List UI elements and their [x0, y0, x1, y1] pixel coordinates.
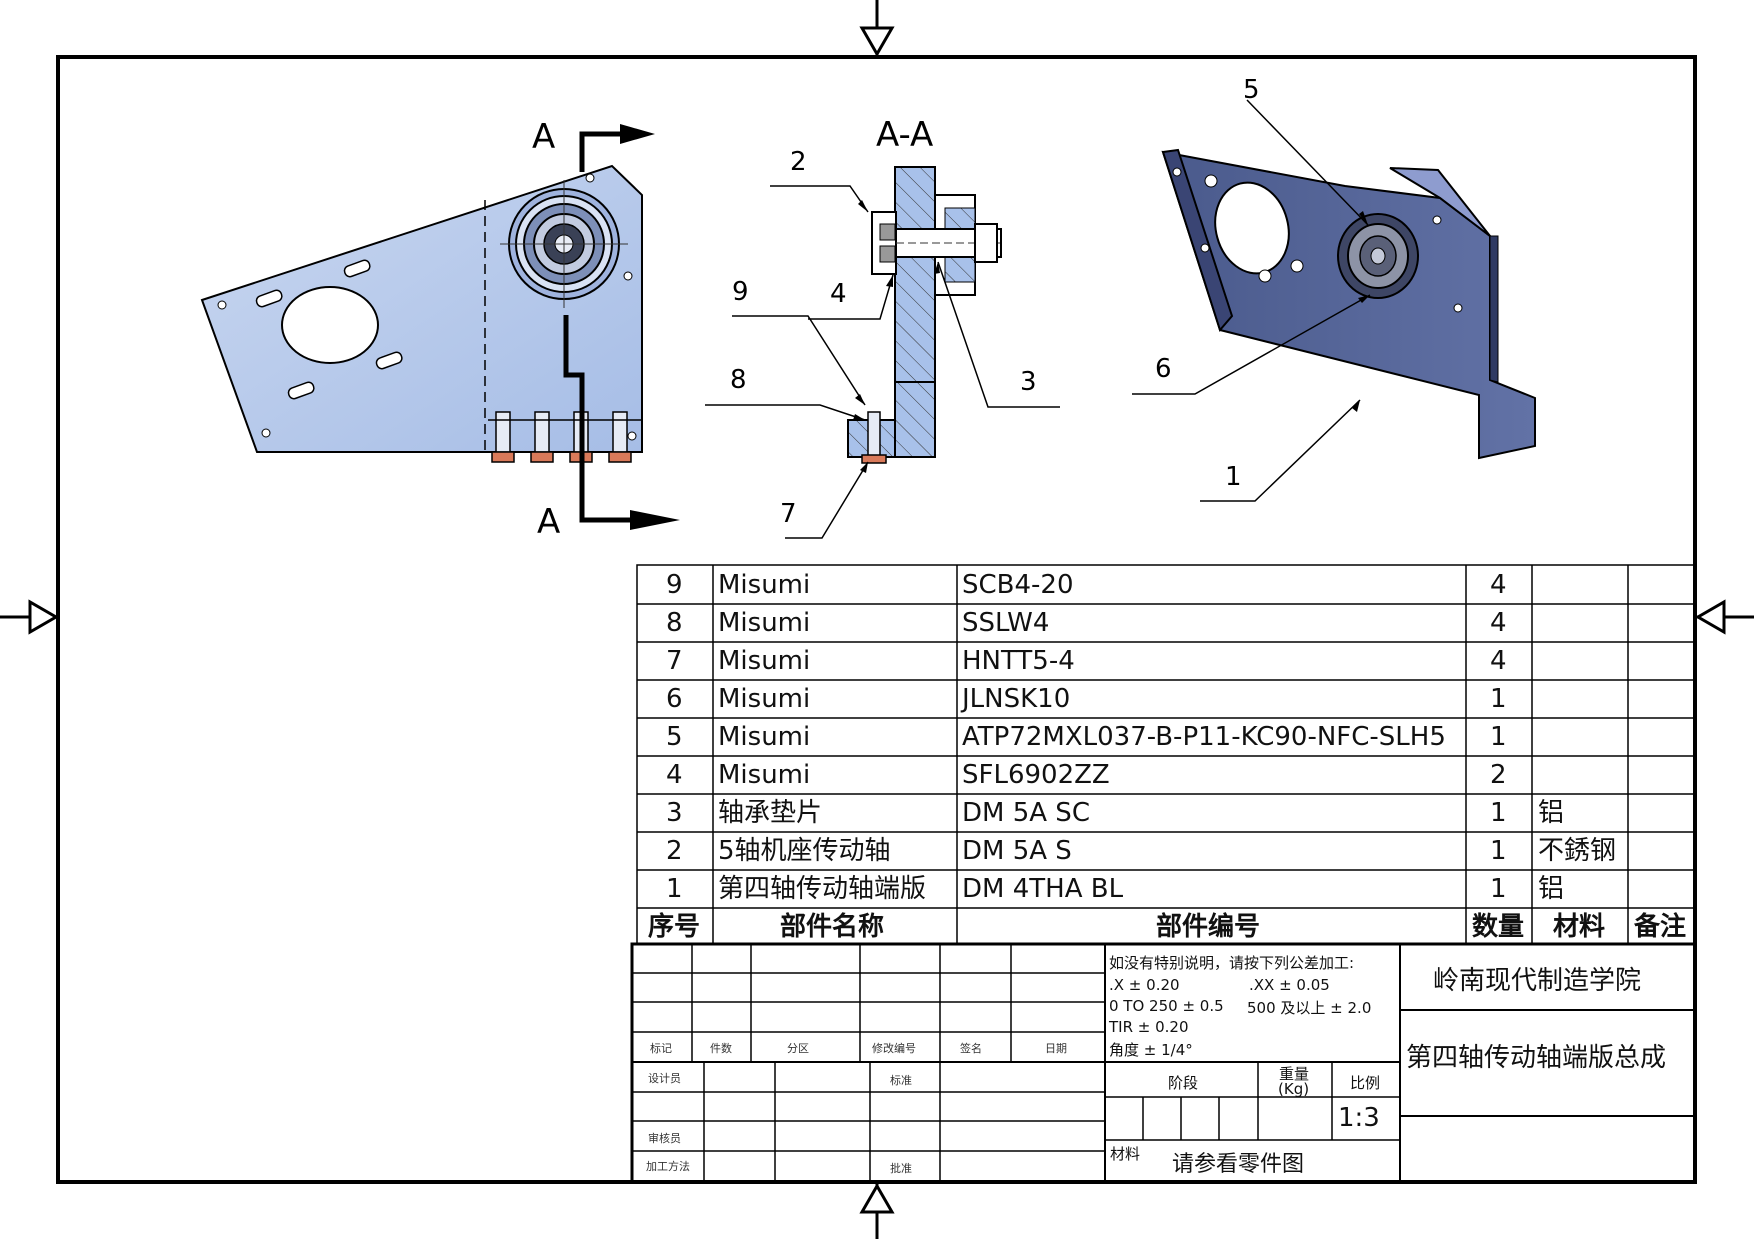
balloon-8: 8	[730, 365, 747, 395]
drawing-title: 第四轴传动轴端版总成	[1406, 1043, 1667, 1073]
role-process: 加工方法	[646, 1160, 690, 1173]
bom-cell-name: Misumi	[718, 684, 811, 714]
bom-cell-no: 9	[666, 570, 683, 600]
bom-cell-qty: 4	[1490, 646, 1507, 676]
bom-cell-no: 6	[666, 684, 683, 714]
rev-header-change-no: 修改编号	[872, 1042, 916, 1055]
bom-cell-name: Misumi	[718, 722, 811, 752]
scale-label: 比例	[1350, 1074, 1381, 1092]
section-mark-top: A	[532, 117, 555, 157]
bom-cell-part: DM 4THA BL	[962, 874, 1124, 904]
bom-cell-name: 轴承垫片	[718, 798, 823, 828]
bom-cell-material: 铝	[1538, 798, 1565, 828]
bom-header-material: 材料	[1553, 912, 1606, 942]
weight-unit: (Kg)	[1278, 1080, 1310, 1098]
front-view: A A	[200, 117, 680, 542]
bom-cell-part: SCB4-20	[962, 570, 1074, 600]
tolerance-range-2: 500 及以上 ± 2.0	[1247, 999, 1372, 1017]
bom-cell-part: HNTT5-4	[962, 646, 1075, 676]
role-approve: 批准	[890, 1162, 912, 1175]
bom-header-note: 备注	[1634, 912, 1687, 942]
bom-cell-part: JLNSK10	[962, 684, 1071, 714]
section-view: A-A	[847, 115, 1002, 464]
balloon-4: 4	[830, 279, 847, 309]
rev-header-count: 件数	[710, 1042, 732, 1055]
bom-cell-qty: 4	[1490, 608, 1507, 638]
weight-label: 重量	[1279, 1065, 1310, 1083]
bom-cell-no: 1	[666, 874, 683, 904]
bom-cell-qty: 1	[1490, 684, 1507, 714]
role-reviewer: 审核员	[648, 1132, 681, 1145]
bom-cell-name: Misumi	[718, 646, 811, 676]
bom-cell-part: DM 5A S	[962, 836, 1072, 866]
bom-cell-qty: 2	[1490, 760, 1507, 790]
bom-grid	[636, 564, 1696, 945]
material-label: 材料	[1110, 1145, 1141, 1163]
balloon-6: 6	[1155, 354, 1172, 384]
balloon-7: 7	[780, 499, 797, 529]
stage-label: 阶段	[1168, 1074, 1199, 1092]
balloon-2: 2	[790, 147, 807, 177]
bom-cell-qty: 1	[1490, 798, 1507, 828]
bom-cell-qty: 1	[1490, 722, 1507, 752]
bom-cell-part: SFL6902ZZ	[962, 760, 1110, 790]
tolerance-angle: 角度 ± 1/4°	[1109, 1041, 1193, 1059]
tolerance-x: .X ± 0.20	[1109, 976, 1180, 994]
tolerance-xx: .XX ± 0.05	[1249, 976, 1330, 994]
role-designer: 设计员	[648, 1072, 681, 1085]
rev-header-sign: 签名	[960, 1042, 982, 1055]
bom-cell-qty: 1	[1490, 836, 1507, 866]
bom-cell-no: 7	[666, 646, 683, 676]
bom-header-qty: 数量	[1472, 912, 1525, 942]
bom-cell-name: 第四轴传动轴端版	[718, 874, 927, 904]
bom-cell-part: DM 5A SC	[962, 798, 1090, 828]
rev-header-mark: 标记	[650, 1042, 672, 1055]
tolerance-range-1: 0 TO 250 ± 0.5	[1109, 997, 1224, 1015]
title-block-grid	[630, 942, 1697, 1184]
balloon-1: 1	[1225, 462, 1242, 492]
balloon-5: 5	[1243, 75, 1260, 105]
bom-cell-name: Misumi	[718, 608, 811, 638]
scale-value: 1:3	[1338, 1103, 1380, 1133]
bom-cell-part: ATP72MXL037-B-P11-KC90-NFC-SLH5	[962, 722, 1446, 752]
bom-cell-part: SSLW4	[962, 608, 1050, 638]
bom-cell-no: 8	[666, 608, 683, 638]
bom-cell-no: 5	[666, 722, 683, 752]
bom-header-no: 序号	[648, 912, 701, 942]
bom-cell-no: 2	[666, 836, 683, 866]
role-standard: 标准	[890, 1074, 912, 1087]
bom-cell-material: 铝	[1538, 874, 1565, 904]
rev-header-zone: 分区	[787, 1042, 809, 1055]
rev-header-date: 日期	[1045, 1042, 1067, 1055]
material-value: 请参看零件图	[1172, 1152, 1305, 1177]
balloon-9: 9	[732, 277, 749, 307]
bom-cell-qty: 4	[1490, 570, 1507, 600]
company-name: 岭南现代制造学院	[1433, 966, 1642, 996]
leader-lines	[705, 99, 1371, 539]
bom-header-part: 部件编号	[1156, 912, 1261, 942]
bom-cell-qty: 1	[1490, 874, 1507, 904]
bom-cell-no: 3	[666, 798, 683, 828]
isometric-view	[1161, 148, 1536, 460]
tolerance-note: 如没有特别说明，请按下列公差加工:	[1109, 954, 1355, 972]
bom-cell-material: 不銹钢	[1538, 836, 1617, 866]
bom-header-name: 部件名称	[780, 912, 885, 942]
bom-cell-name: Misumi	[718, 570, 811, 600]
section-mark-bottom: A	[537, 502, 560, 542]
tolerance-tir: TIR ± 0.20	[1109, 1018, 1189, 1036]
bom-cell-no: 4	[666, 760, 683, 790]
bom-cell-name: 5轴机座传动轴	[718, 836, 891, 866]
balloon-3: 3	[1020, 367, 1037, 397]
bom-cell-name: Misumi	[718, 760, 811, 790]
section-view-title: A-A	[876, 115, 933, 155]
